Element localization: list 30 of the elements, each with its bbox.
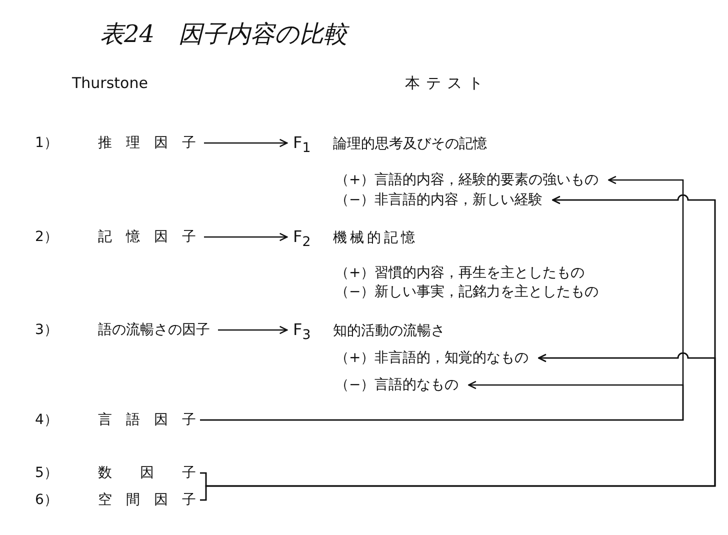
factor-name: 数因子 <box>98 464 224 482</box>
table-title: 表24 因子内容の比較 <box>100 19 348 50</box>
item-number: 5） <box>35 464 55 482</box>
column-heading: 本テスト <box>405 74 489 93</box>
sub-item: （−）新しい事実，記銘力を主としたもの <box>335 283 599 301</box>
item-number: 1） <box>35 134 55 152</box>
factor-symbol: F$_{2}$ <box>293 228 307 252</box>
column-heading: Thurstone <box>72 74 148 92</box>
factor-description: 機械的記憶 <box>333 229 418 247</box>
item-number: 6） <box>35 491 55 509</box>
factor-name: 語の流暢さの因子 <box>98 321 210 339</box>
factor-symbol: F$_{1}$ <box>293 134 307 158</box>
sub-item: （+）習慣的内容，再生を主としたもの <box>335 264 585 282</box>
arrow <box>204 138 288 148</box>
sub-item: （+）言語的内容，経験的要素の強いもの <box>335 171 599 189</box>
factor-name: 言語因子 <box>98 411 210 429</box>
arrow <box>204 232 288 242</box>
arrow <box>218 326 288 334</box>
factor-name: 記憶因子 <box>98 228 210 246</box>
factor-name: 推理因子 <box>98 134 210 152</box>
item-number: 3） <box>35 321 55 339</box>
factor-name: 空間因子 <box>98 491 210 509</box>
item-number: 4） <box>35 411 55 429</box>
item-number: 2） <box>35 228 55 246</box>
factor-description: 知的活動の流暢さ <box>333 322 445 340</box>
arrow <box>200 380 684 421</box>
sub-item: （+）非言語的，知覚的なもの <box>335 349 529 367</box>
factor-description: 論理的思考及びその記憶 <box>333 135 487 153</box>
sub-item: （−）言語的なもの <box>335 376 459 394</box>
sub-item: （−）非言語的内容，新しい経験 <box>335 191 543 209</box>
